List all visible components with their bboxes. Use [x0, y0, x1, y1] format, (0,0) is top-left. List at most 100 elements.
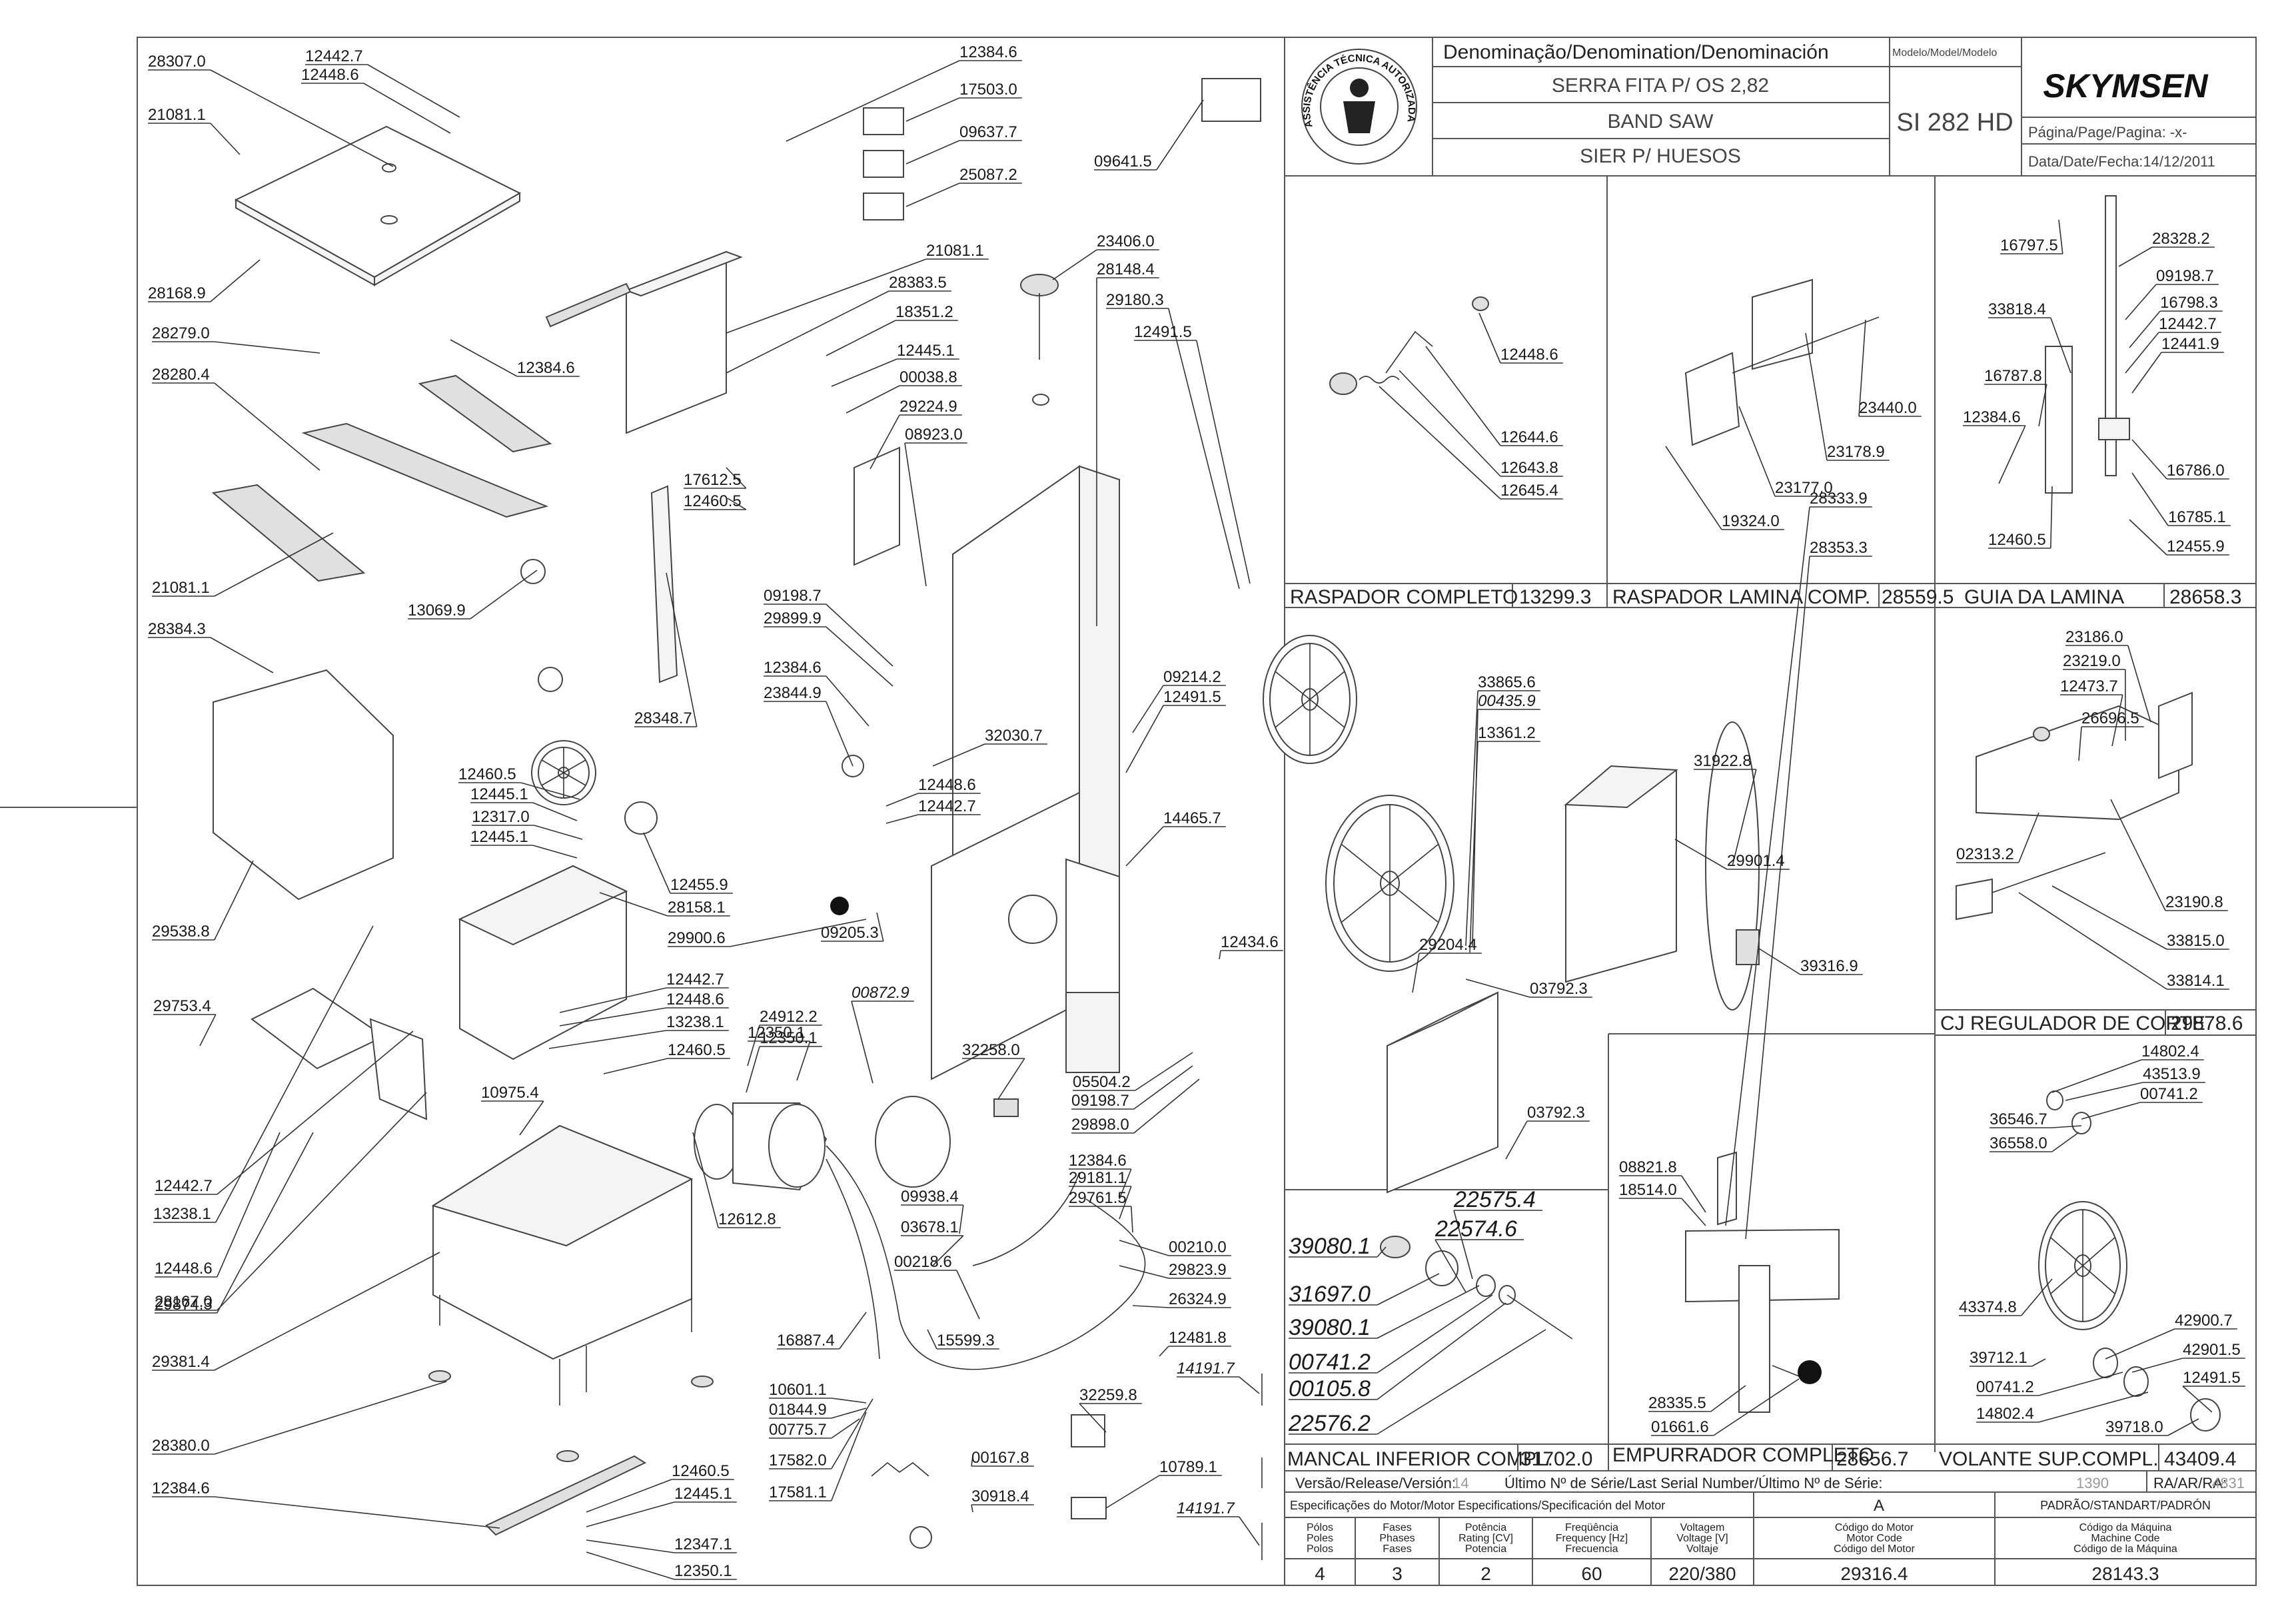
leader-line — [2131, 352, 2162, 394]
leader-line — [885, 793, 919, 807]
leader-line — [2125, 284, 2157, 320]
leader-line — [846, 385, 900, 414]
part-label: 12481.8 — [1169, 1329, 1227, 1347]
leader-line — [519, 1100, 544, 1136]
part-label: 28158.1 — [668, 899, 726, 917]
part-label: 09205.3 — [821, 924, 879, 942]
motor-spec-col-header: Polos — [1307, 1543, 1333, 1555]
motor-spec-value: 3 — [1392, 1563, 1403, 1584]
part-label: 28148.4 — [1097, 260, 1155, 278]
leader-line — [217, 1092, 427, 1311]
leader-line — [603, 1058, 668, 1074]
leader-line — [730, 919, 867, 947]
leader-line — [2050, 317, 2071, 374]
motor-spec-value: 2 — [1480, 1563, 1491, 1584]
part-label: 28280.4 — [152, 366, 210, 384]
black-knob-icon — [1798, 1360, 1822, 1384]
panel-title-empurrador: EMPURRADOR COMPLETO — [1612, 1444, 1874, 1466]
part-label: 33815.0 — [2167, 932, 2225, 950]
leader-line — [2051, 1059, 2142, 1093]
part-label: 22575.4 — [1453, 1187, 1536, 1212]
leader-line — [1377, 1294, 1493, 1374]
panel-code-empurrador: 28656.7 — [1836, 1448, 1908, 1470]
leader-line — [2110, 799, 2166, 911]
part-label: 12445.1 — [897, 342, 955, 360]
part-label: 12445.1 — [674, 1485, 732, 1503]
leader-line — [1135, 1052, 1193, 1091]
part-label: 16785.1 — [2168, 508, 2226, 526]
part-label: 23219.0 — [2063, 652, 2121, 670]
leader-line — [1681, 1198, 1706, 1226]
leader-line — [997, 1058, 1025, 1100]
part-label: 17612.5 — [684, 471, 742, 489]
part-label: 09198.7 — [764, 587, 822, 605]
leader-line — [2031, 1358, 2046, 1367]
motor-spec-col-header: Frecuencia — [1565, 1543, 1618, 1555]
leader-line — [831, 1408, 867, 1419]
serial-value: 1390 — [2076, 1475, 2109, 1491]
leader-line — [1125, 705, 1164, 773]
leader-line — [586, 1539, 675, 1553]
leader-line — [971, 1455, 973, 1467]
panel-title-regulador-corte: CJ REGULADOR DE CORTE — [1940, 1013, 2205, 1034]
motor-spec-col-header: Fases — [1383, 1522, 1412, 1533]
version-value: 14 — [1452, 1475, 1468, 1491]
leader-line — [747, 1024, 760, 1066]
part-label: 32259.8 — [1079, 1386, 1137, 1404]
leader-line — [839, 1312, 867, 1350]
ra-value: 4831 — [2212, 1475, 2245, 1491]
leader-line — [1725, 506, 1810, 1226]
part-label: 29204.4 — [1419, 936, 1477, 954]
part-label: 12491.5 — [1134, 323, 1192, 341]
part-label: 36546.7 — [1990, 1110, 2047, 1128]
part-label: 28383.5 — [889, 274, 947, 292]
leader-line — [1738, 406, 1776, 497]
authorized-service-seal: ASSISTÊNCIA TÉCNICA AUTORIZADA — [1301, 49, 1417, 165]
panel-title-raspador-lamina: RASPADOR LAMINA COMP. — [1612, 586, 1870, 608]
part-label: 16787.8 — [1984, 367, 2042, 385]
part-label: 09938.4 — [901, 1188, 959, 1206]
part-label: 12350.1 — [674, 1562, 732, 1580]
leader-line — [1119, 1186, 1132, 1220]
part-label: 29381.4 — [152, 1353, 210, 1371]
leader-line — [905, 183, 960, 207]
part-label: 14802.4 — [2141, 1042, 2199, 1060]
part-label: 21081.1 — [148, 106, 206, 124]
leader-line — [1710, 1385, 1746, 1412]
leader-line — [2131, 1358, 2183, 1373]
part-label: 21081.1 — [926, 242, 984, 260]
part-label: 13069.9 — [408, 602, 466, 619]
panel-code-volante-sup: 43409.4 — [2164, 1448, 2236, 1470]
part-label: 12455.9 — [670, 876, 728, 894]
part-label: 12384.6 — [764, 659, 822, 677]
motor-spec-value: 28143.3 — [2091, 1563, 2159, 1584]
leader-line — [1239, 1376, 1260, 1394]
part-label: 23177.0 — [1775, 479, 1833, 497]
part-label: 13361.2 — [1478, 724, 1536, 742]
part-label: 12460.5 — [672, 1462, 730, 1480]
part-label: 12442.7 — [666, 971, 724, 989]
part-label: 00741.2 — [1976, 1378, 2034, 1396]
leader-line — [643, 832, 671, 894]
leader-line — [2051, 1132, 2079, 1152]
leader-line — [367, 64, 460, 118]
leader-line — [876, 912, 884, 942]
part-label: 39712.1 — [1970, 1349, 2027, 1367]
leader-line — [1119, 1240, 1169, 1256]
motor-spec-col-header: Potência — [1465, 1522, 1506, 1533]
part-label: 25087.2 — [959, 166, 1017, 184]
version-label: Versão/Release/Versión: — [1295, 1475, 1456, 1491]
leader-line — [1219, 950, 1221, 960]
part-label: 23440.0 — [1859, 399, 1917, 417]
panel-code-regulador-corte: 29878.6 — [2171, 1013, 2243, 1034]
leader-line — [1412, 953, 1420, 993]
leader-line — [2127, 645, 2151, 723]
leader-line — [214, 860, 254, 941]
part-label: 12491.5 — [2183, 1369, 2241, 1387]
part-label: 12460.5 — [668, 1041, 726, 1059]
serial-label: Último Nº de Série/Last Serial Number/Úl… — [1504, 1475, 1883, 1491]
part-label: 14802.4 — [1976, 1405, 2034, 1423]
leader-line — [548, 1030, 667, 1049]
leader-line — [1665, 446, 1722, 530]
part-label: 29898.0 — [1071, 1116, 1129, 1134]
